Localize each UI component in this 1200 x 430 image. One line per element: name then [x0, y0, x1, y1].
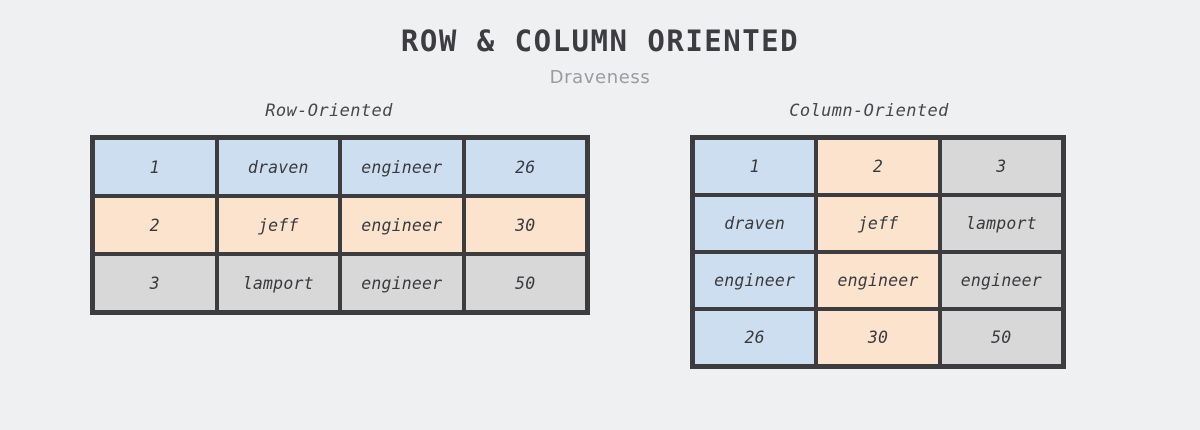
- table-cell: lamport: [216, 254, 340, 312]
- table-cell: engineer: [693, 252, 817, 309]
- table-cell: lamport: [939, 195, 1063, 252]
- table-cell: 26: [693, 309, 817, 366]
- table-cell: 3: [93, 254, 217, 312]
- page-header: ROW & COLUMN ORIENTED Draveness: [0, 0, 1200, 89]
- table-cell: draven: [693, 195, 817, 252]
- table-cell: engineer: [340, 196, 464, 254]
- table-cell: 2: [816, 138, 940, 195]
- table-cell: 1: [93, 138, 217, 196]
- panel-title-row-oriented: Row-Oriented: [265, 101, 393, 121]
- panel-title-column-oriented: Column-Oriented: [789, 101, 949, 121]
- table-cell: 50: [463, 254, 587, 312]
- table-cell: 2: [93, 196, 217, 254]
- table-cell: jeff: [216, 196, 340, 254]
- table-cell: engineer: [939, 252, 1063, 309]
- table-cell: engineer: [816, 252, 940, 309]
- page-title: ROW & COLUMN ORIENTED: [400, 24, 800, 58]
- table-cell: 1: [693, 138, 817, 195]
- table-cell: 30: [463, 196, 587, 254]
- table-cell: 50: [939, 309, 1063, 366]
- table-cell: jeff: [816, 195, 940, 252]
- table-cell: engineer: [340, 254, 464, 312]
- page-subtitle: Draveness: [549, 67, 651, 89]
- table-cell: 3: [939, 138, 1063, 195]
- table-cell: engineer: [340, 138, 464, 196]
- table-cell: 30: [816, 309, 940, 366]
- table-cell: draven: [216, 138, 340, 196]
- table-cell: 26: [463, 138, 587, 196]
